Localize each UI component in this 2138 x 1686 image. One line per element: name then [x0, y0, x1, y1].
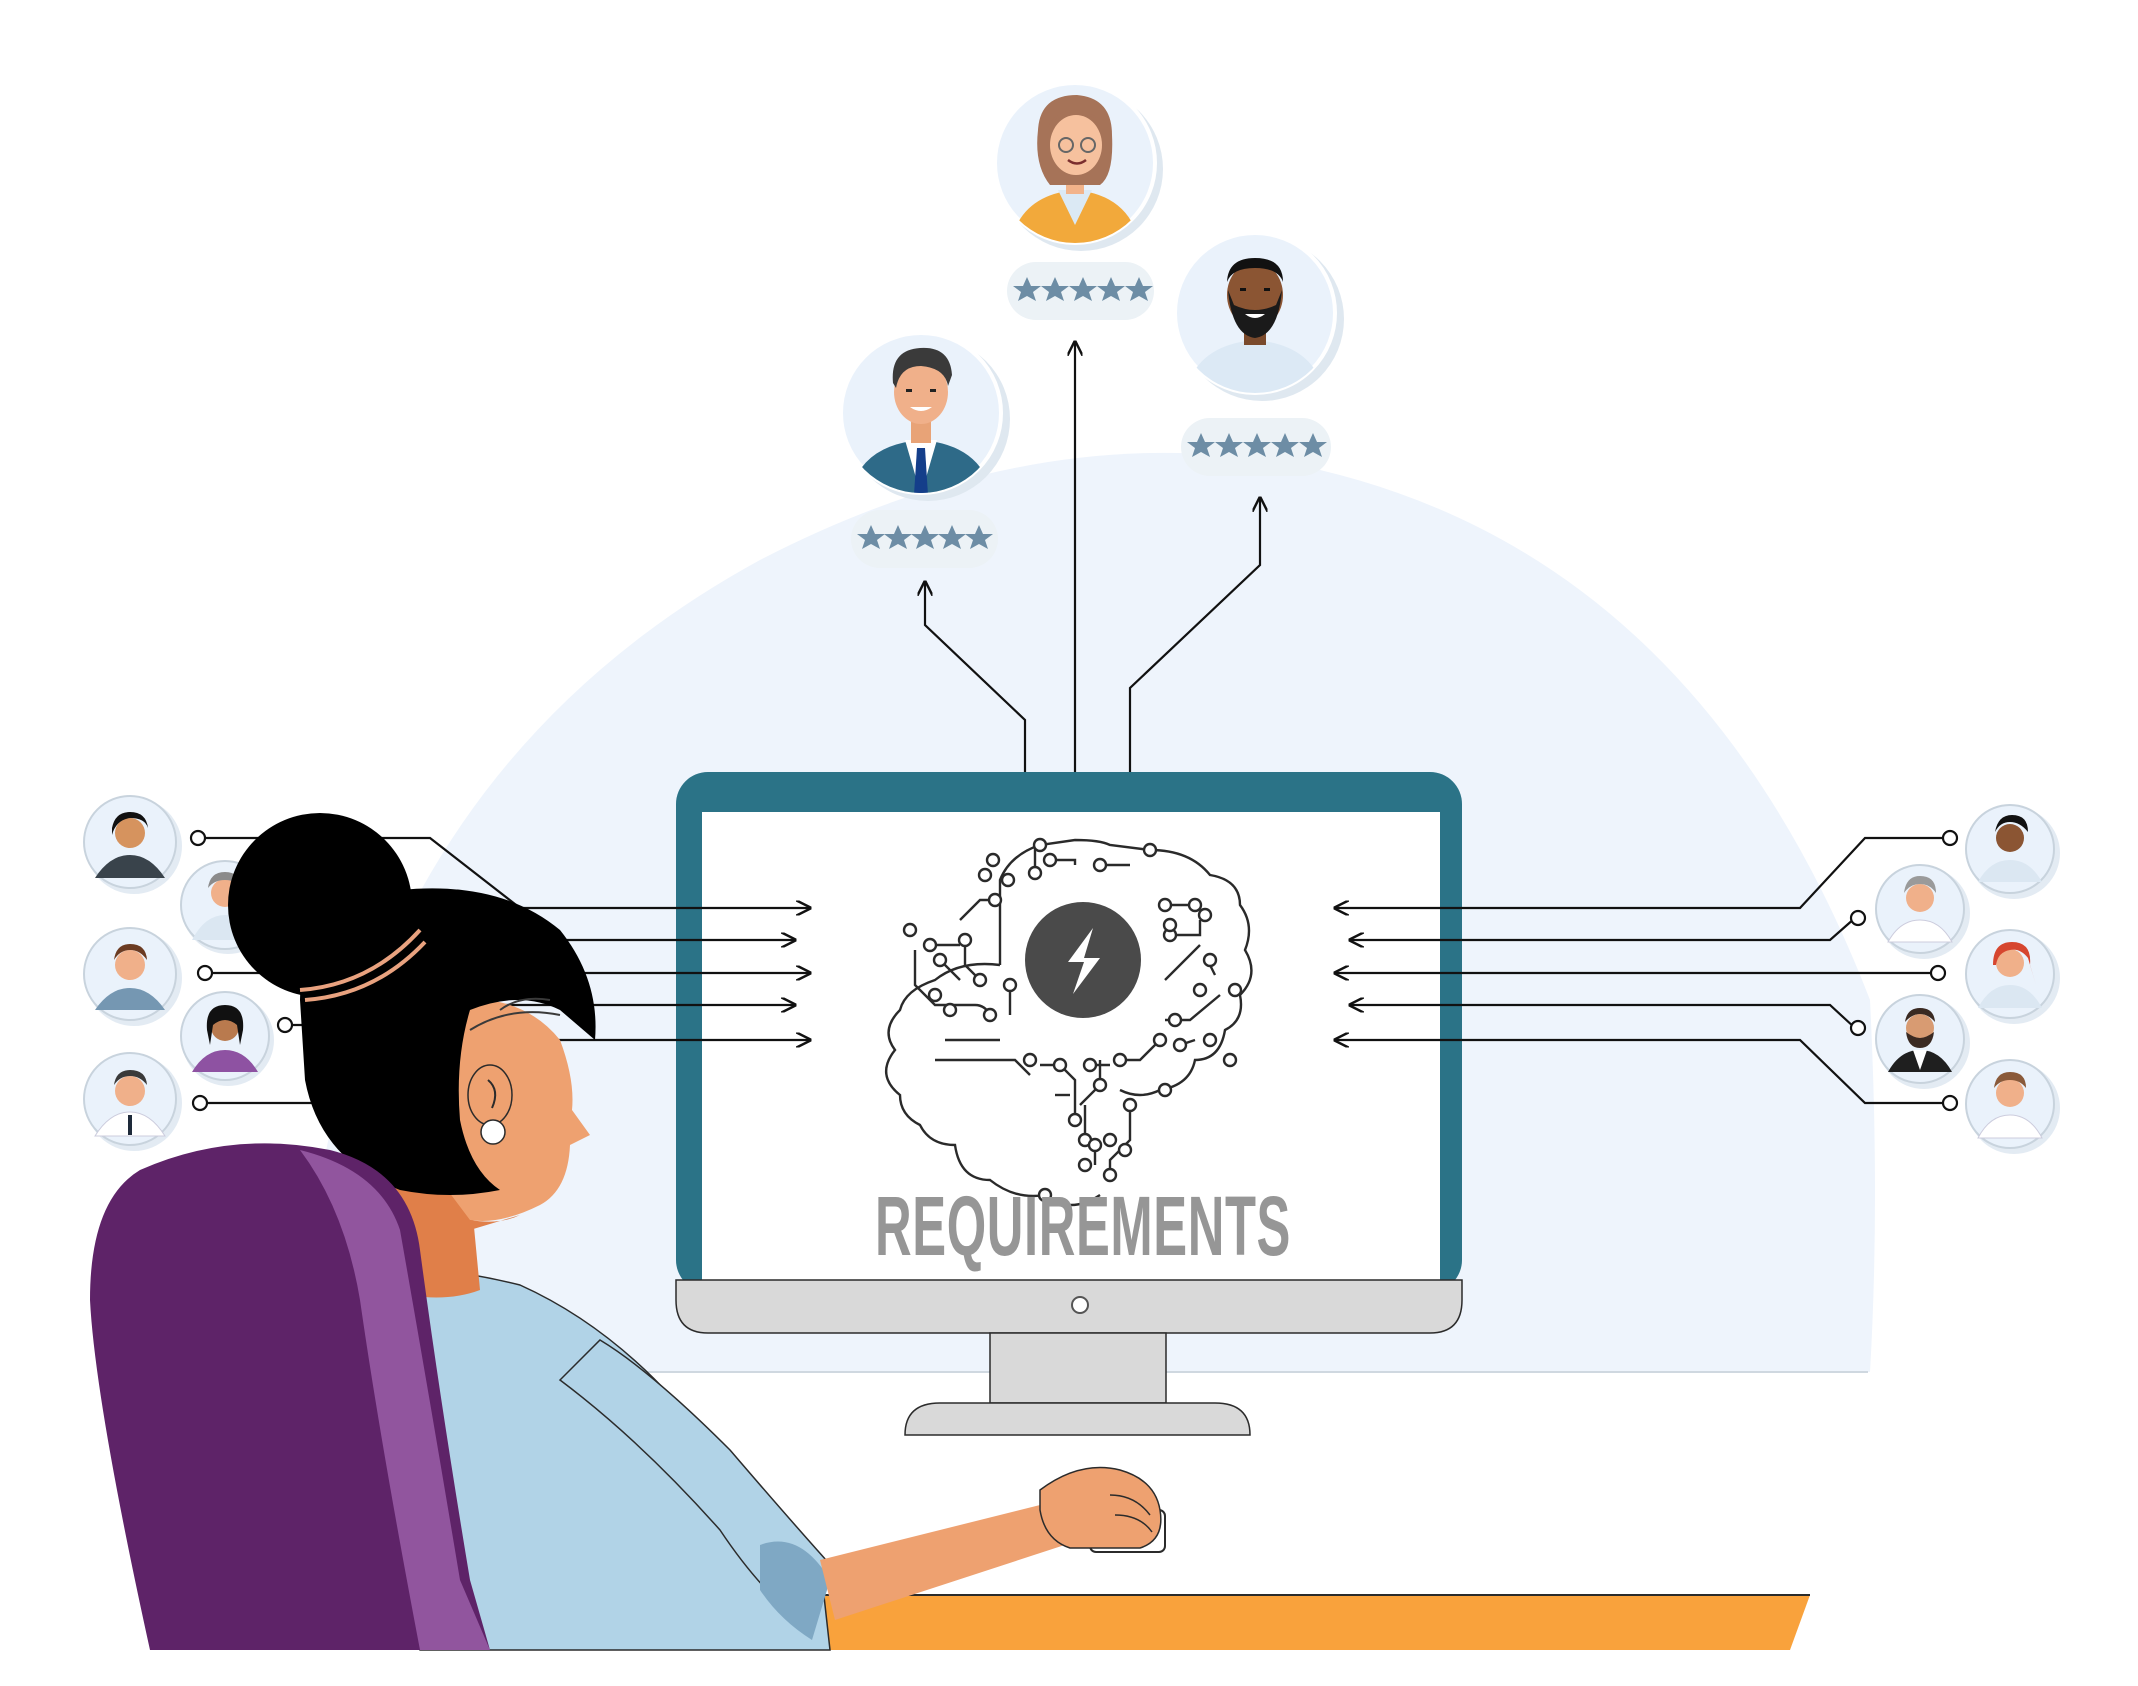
right-candidates	[1875, 804, 2060, 1154]
requirements-label: REQUIREMENTS	[875, 1179, 1291, 1273]
right-candidate-5	[1965, 1059, 2060, 1154]
left-candidate-5	[83, 1052, 182, 1151]
right-candidate-3	[1965, 929, 2060, 1024]
lightning-badge-icon	[1025, 902, 1141, 1018]
right-candidate-4	[1875, 994, 1970, 1089]
top-candidate-bearded-man	[1173, 231, 1344, 476]
right-input-arrows	[1335, 836, 1950, 1105]
earring	[480, 1119, 506, 1145]
monitor	[675, 772, 1463, 1436]
power-button	[1071, 1296, 1089, 1314]
top-candidate-woman	[993, 81, 1163, 320]
left-candidate-1	[83, 795, 182, 894]
hair-bun	[228, 813, 412, 997]
desk	[560, 1595, 1810, 1650]
circuit-nodes	[902, 837, 1243, 1203]
left-candidate-3	[83, 927, 182, 1026]
right-candidate-1	[1965, 804, 2060, 899]
left-candidates	[83, 795, 274, 1151]
office-chair	[90, 1143, 490, 1650]
top-candidate-man-suit	[839, 331, 1010, 568]
right-candidate-2	[1875, 864, 1970, 959]
left-candidate-4	[180, 991, 274, 1086]
